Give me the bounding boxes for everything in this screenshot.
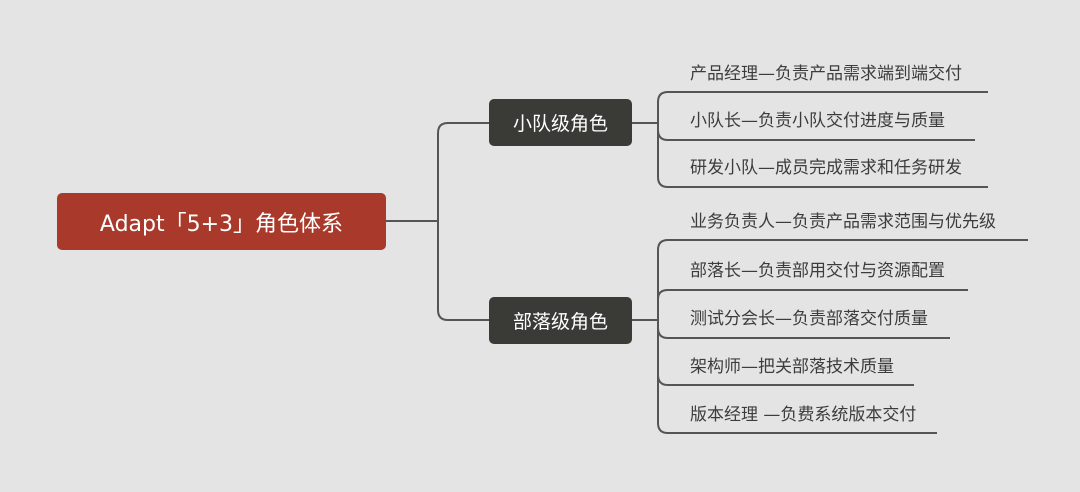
leaf-connector [657, 289, 968, 300]
leaf-connector [632, 239, 1028, 321]
leaf-node: 部落长—负责部用交付与资源配置 [690, 261, 945, 281]
leaf-node: 测试分会长—负责部落交付质量 [690, 309, 928, 329]
leaf-connector [632, 91, 988, 124]
leaf-node: 业务负责人—负责产品需求范围与优先级 [690, 212, 996, 232]
leaf-connector [657, 130, 988, 188]
leaf-node: 版本经理 —负费系统版本交付 [690, 405, 917, 425]
leaf-connector [657, 320, 937, 434]
leaf-node: 架构师—把关部落技术质量 [690, 357, 894, 377]
branch-spine [437, 122, 489, 321]
leaf-node: 小队长—负责小队交付进度与质量 [690, 111, 945, 131]
branch-node-squad: 小队级角色 [489, 99, 632, 146]
leaf-node: 研发小队—成员完成需求和任务研发 [690, 158, 962, 178]
leaf-node: 产品经理—负责产品需求端到端交付 [690, 64, 962, 84]
branch-node-tribe: 部落级角色 [489, 297, 632, 344]
root-node: Adapt「5+3」角色体系 [57, 193, 386, 250]
